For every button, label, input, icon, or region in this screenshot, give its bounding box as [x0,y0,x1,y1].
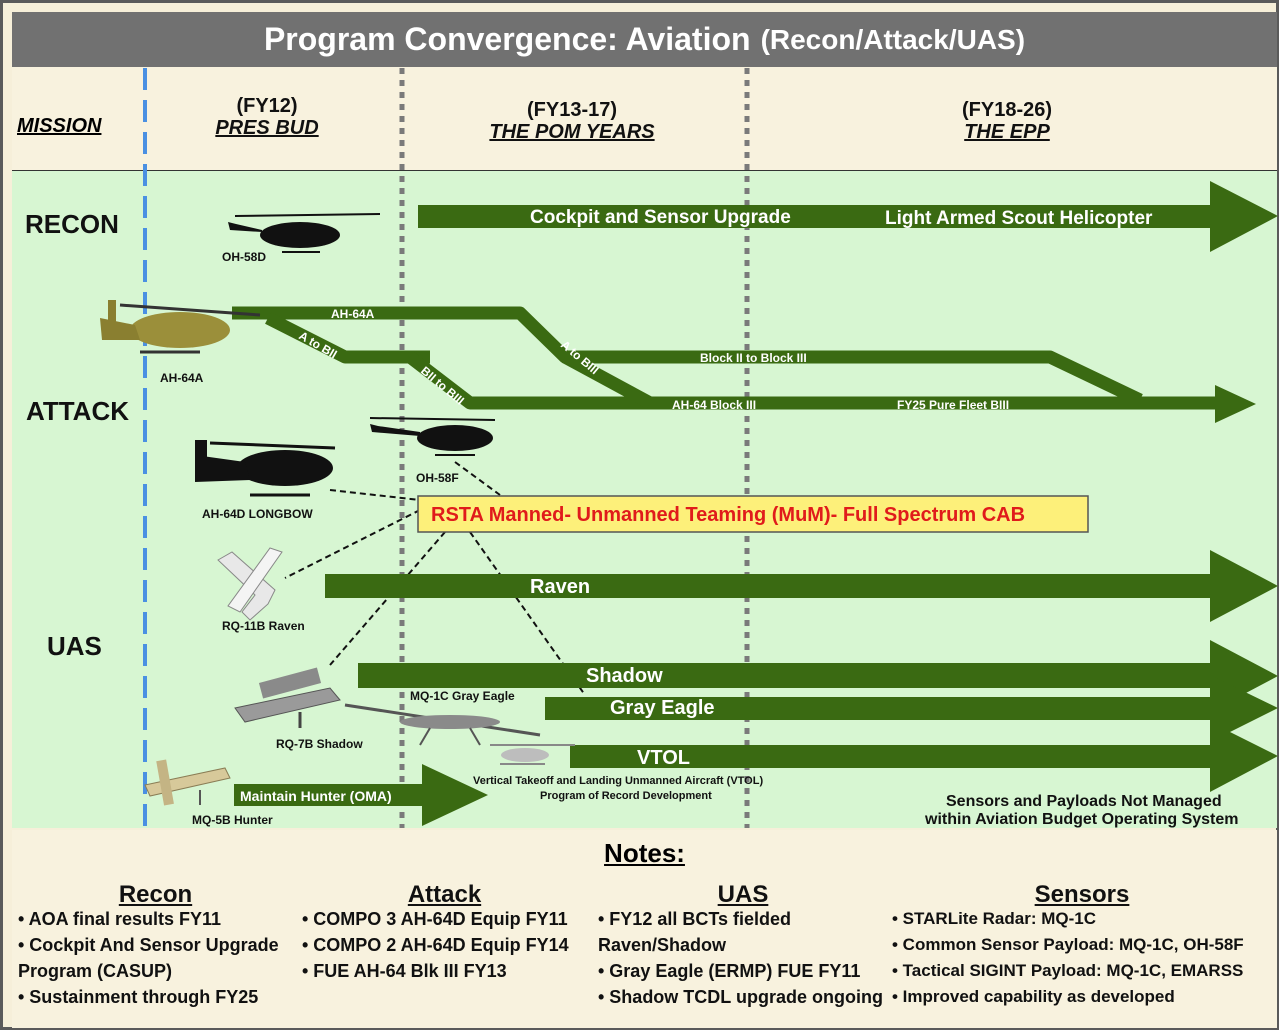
arrow-hunter [234,764,488,826]
notes-attack-heading: Attack [407,881,482,908]
arrow-bii-to-biii-label: BII to BIII [418,364,467,408]
arrow-attack-head [1215,385,1256,423]
arrow-block2-3-label: Block II to Block III [700,351,807,365]
notes-uas-line: Raven/Shadow [598,935,727,955]
shadow-uas-icon [234,667,341,728]
notes-uas-heading: UAS [717,881,769,908]
arrow-gray-eagle [545,675,1278,742]
hunter-label: MQ-5B Hunter [192,813,273,827]
shadow-label: RQ-7B Shadow [276,737,363,751]
path-a-to-biii [561,351,654,409]
notes-attack-line: • COMPO 2 AH-64D Equip FY14 [302,935,569,955]
path-bii-to-biii [406,351,1220,410]
vtol-icon [490,744,575,765]
arrow-scout-label: Light Armed Scout Helicopter [885,208,1153,229]
sensors-note-line1: Sensors and Payloads Not Managed [946,793,1222,810]
raven-icon [217,547,283,621]
arrow-ah64a-label: AH-64A [331,307,375,321]
sensors-note-line2: within Aviation Budget Operating System [924,811,1239,828]
col-fy12-years: (FY12) [236,95,298,117]
attack-paths [232,306,1220,410]
ah64a-label: AH-64A [160,371,204,385]
arrow-shadow-label: Shadow [586,665,663,687]
notes-recon-line: • Cockpit And Sensor Upgrade [18,935,279,955]
notes-sensors-line: • Tactical SIGINT Payload: MQ-1C, EMARSS [892,961,1244,980]
ah64d-label: AH-64D LONGBOW [202,507,313,521]
notes-attack-line: • FUE AH-64 Blk III FY13 [302,961,507,981]
notes-attack-line: • COMPO 3 AH-64D Equip FY11 [302,909,568,929]
oh58f-label: OH-58F [416,471,459,485]
col-epp-years: (FY18-26) [961,99,1053,121]
notes-recon-line: • AOA final results FY11 [18,909,222,929]
notes-recon-line: • Sustainment through FY25 [18,987,259,1007]
notes-uas-line: • Shadow TCDL upgrade ongoing [598,987,883,1007]
mission-label: MISSION [17,115,102,137]
notes-recon: Recon • AOA final results FY11 • Cockpit… [18,882,293,1010]
notes-title: Notes: [604,838,685,868]
arrow-shadow [358,640,1278,712]
notes-sensors-line: • STARLite Radar: MQ-1C [892,909,1096,928]
arrow-raven [325,550,1278,622]
notes-uas: UAS • FY12 all BCTs fielded Raven/Shadow… [598,882,888,1010]
page-subtitle: (Recon/Attack/UAS) [760,23,1026,55]
notes-recon-heading: Recon [118,881,193,908]
arrow-vtol [570,722,1278,792]
notes-sensors-line: • Common Sensor Payload: MQ-1C, OH-58F [892,935,1244,954]
rsta-links [284,461,586,696]
oh58d-label: OH-58D [222,250,266,264]
ah64a-icon [100,300,261,354]
notes-recon-line: Program (CASUP) [18,961,173,981]
notes-sensors: Sensors • STARLite Radar: MQ-1C • Common… [892,882,1272,1010]
row-label-recon: RECON [25,209,119,239]
row-label-attack: ATTACK [26,396,129,426]
notes-uas-line: • Gray Eagle (ERMP) FUE FY11 [598,961,861,981]
notes-sensors-line: • Improved capability as developed [892,987,1175,1006]
notes-attack: Attack • COMPO 3 AH-64D Equip FY11 • COM… [302,882,587,984]
notes-sensors-heading: Sensors [1034,881,1130,908]
arrow-fy25-label: FY25 Pure Fleet BIII [897,398,1009,412]
col-pom-label: THE POM YEARS [489,121,655,143]
arrow-recon [418,181,1278,252]
rsta-label: RSTA Manned- Unmanned Teaming (MuM)- Ful… [431,504,1025,526]
col-fy12-label: PRES BUD [215,117,319,139]
vtol-note-line2: Program of Record Development [540,790,712,802]
arrow-hunter-label: Maintain Hunter (OMA) [240,788,392,804]
col-pom-header: (FY13-17) THE POM YEARS [472,99,672,143]
arrow-raven-label: Raven [530,576,590,598]
row-label-uas: UAS [47,631,102,661]
arrow-vtol-label: VTOL [637,747,690,769]
col-epp-header: (FY18-26) THE EPP [932,99,1082,143]
raven-label: RQ-11B Raven [222,619,305,633]
gray-eagle-icon [344,703,541,746]
arrow-block3-label: AH-64 Block III [672,398,756,412]
path-a-to-bii [265,312,430,364]
hunter-icon [144,759,231,806]
col-fy12-header: (FY12) PRES BUD [202,95,332,139]
page-title: Program Convergence: Aviation [263,21,751,57]
arrow-a-to-bii-label: A to BII [297,328,340,361]
arrow-gray-eagle-label: Gray Eagle [610,697,715,719]
col-pom-years: (FY13-17) [526,99,618,121]
title-bar: Program Convergence: Aviation (Recon/Att… [12,12,1277,67]
ah64d-icon [195,440,336,497]
arrow-cockpit-label: Cockpit and Sensor Upgrade [530,207,791,228]
gray-eagle-label: MQ-1C Gray Eagle [410,689,515,703]
vtol-note-line1: Vertical Takeoff and Landing Unmanned Ai… [473,775,763,787]
notes-uas-line: • FY12 all BCTs fielded [598,909,792,929]
rsta-box [417,495,1089,533]
oh58f-icon [369,417,496,456]
oh58d-icon [228,213,381,253]
col-epp-label: THE EPP [964,121,1050,143]
notes-section: Notes: Recon • AOA final results FY11 • … [12,830,1277,1028]
